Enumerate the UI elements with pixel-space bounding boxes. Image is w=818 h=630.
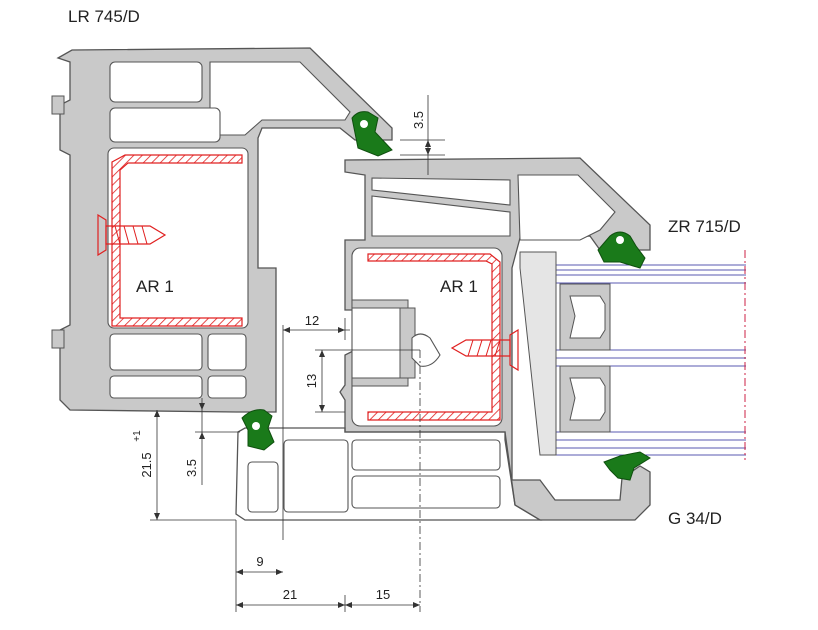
dimension-9: 9	[256, 554, 263, 569]
gasket-bottom-icon	[241, 409, 275, 451]
dimension-21-5: 21.5	[139, 452, 154, 477]
gasket-bead-icon	[603, 451, 651, 481]
reinforcement-right	[367, 253, 519, 421]
screw-right-icon	[450, 328, 519, 372]
reinforcement-left	[97, 154, 243, 327]
dimension-arrows	[154, 140, 431, 608]
screw-left-icon	[97, 213, 167, 257]
bead-profile-label: G 34/D	[668, 509, 722, 528]
sash-profile-label: ZR 715/D	[668, 217, 741, 236]
dimension-3-5-top: 3.5	[411, 111, 426, 129]
dimension-21-5-tolerance: +1	[132, 430, 143, 442]
reinforcement-right-label: AR 1	[440, 277, 478, 296]
frame-profile-label: LR 745/D	[68, 7, 140, 26]
glazing-unit	[519, 250, 746, 460]
gasket-sash-icon	[597, 231, 646, 269]
dimension-lines	[150, 95, 445, 612]
gaskets	[241, 111, 651, 481]
frame-profile	[51, 47, 393, 413]
dimension-15: 15	[376, 587, 390, 602]
dimension-13: 13	[304, 374, 319, 388]
reinforcement-left-label: AR 1	[136, 277, 174, 296]
dimension-12: 12	[305, 313, 319, 328]
dimension-3-5-bottom: 3.5	[184, 459, 199, 477]
sill-profile	[235, 427, 543, 521]
dimension-21: 21	[283, 587, 297, 602]
